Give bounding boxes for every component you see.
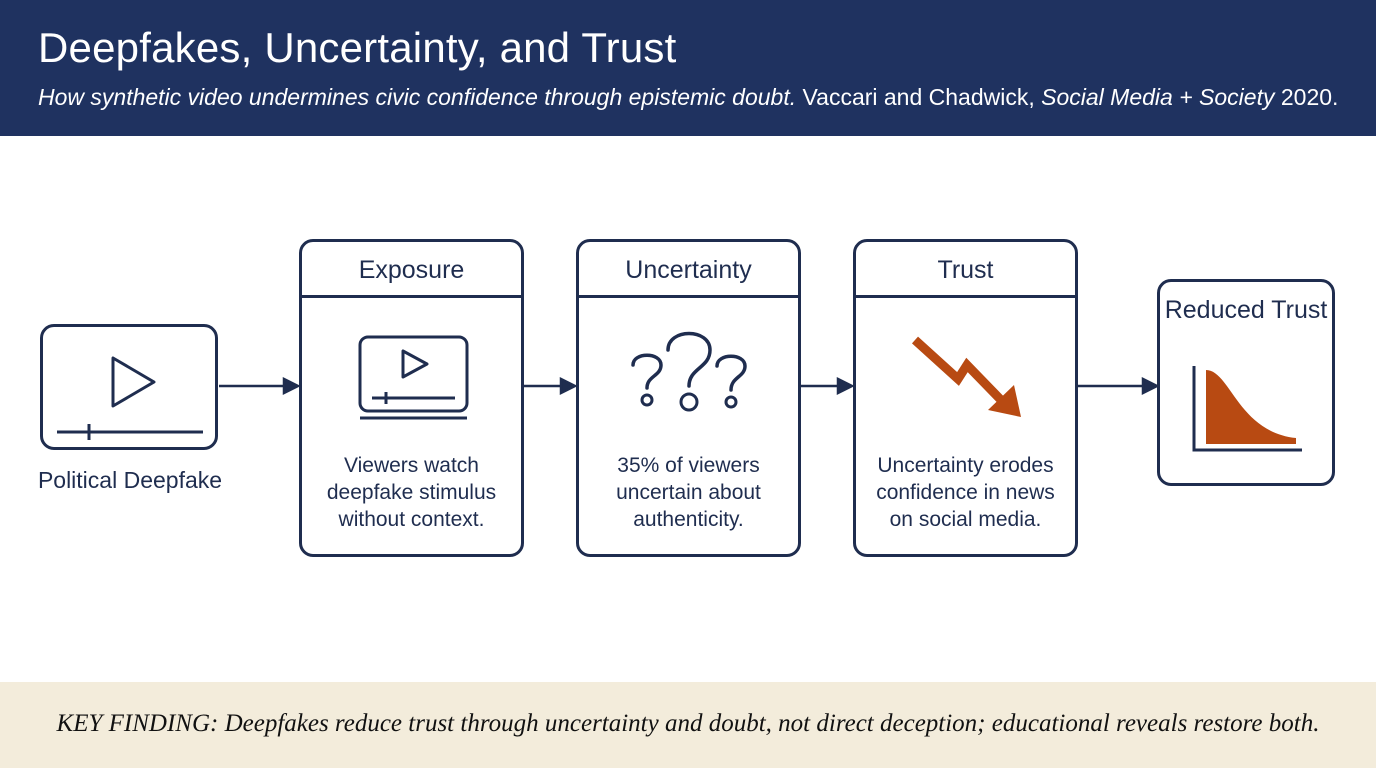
page-title: Deepfakes, Uncertainty, and Trust: [38, 24, 677, 71]
stage-trust: Trust Uncertainty erodes confidence in n…: [853, 239, 1078, 557]
stage-exposure: Exposure Viewers watch deepfake stimulus…: [299, 239, 524, 557]
subtitle-journal: Social Media + Society: [1041, 84, 1275, 110]
video-play-icon: [57, 356, 203, 440]
flow-diagram: Political Deepfake Exposure Viewers watc…: [0, 136, 1376, 682]
stage-title: Exposure: [302, 242, 521, 298]
stage-description: Viewers watch deepfake stimulus without …: [326, 454, 497, 531]
outcome-node: Reduced Trust: [1157, 279, 1335, 486]
video-player-icon: [358, 335, 469, 420]
header-banner: Deepfakes, Uncertainty, and Trust How sy…: [0, 0, 1376, 136]
arrowhead-icon: [836, 376, 855, 396]
stage-title: Trust: [856, 242, 1075, 298]
stage-description: 35% of viewers uncertain about authentic…: [616, 454, 761, 531]
flow-connectors: [219, 376, 1160, 396]
subtitle-authors: Vaccari and Chadwick,: [796, 84, 1042, 110]
subtitle-year: 2020.: [1274, 84, 1339, 110]
arrowhead-icon: [559, 376, 578, 396]
question-marks-icon: [631, 331, 747, 412]
key-finding-text: KEY FINDING: Deepfakes reduce trust thro…: [56, 710, 1320, 737]
arrowhead-icon: [1141, 376, 1160, 396]
arrowhead-icon: [282, 376, 301, 396]
source-node: [40, 324, 218, 450]
source-label: Political Deepfake: [37, 467, 223, 493]
decay-curve-icon: [1192, 366, 1302, 452]
outcome-label: Reduced Trust: [1164, 296, 1328, 324]
declining-arrow-icon: [911, 336, 1021, 417]
subtitle-tagline: How synthetic video undermines civic con…: [38, 84, 797, 110]
key-finding-banner: KEY FINDING: Deepfakes reduce trust thro…: [0, 682, 1376, 768]
page-subtitle: How synthetic video undermines civic con…: [38, 84, 1338, 111]
stage-description: Uncertainty erodes confidence in news on…: [876, 454, 1055, 531]
stage-title: Uncertainty: [579, 242, 798, 298]
stage-uncertainty: Uncertainty 35% of viewers uncertain abo…: [576, 239, 801, 557]
